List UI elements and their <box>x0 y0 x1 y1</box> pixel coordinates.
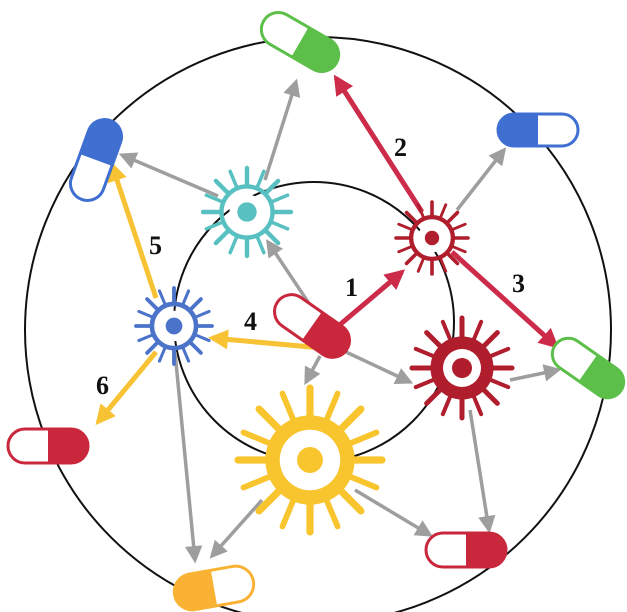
pill-capsule-icon <box>171 563 256 612</box>
pill-capsule-icon <box>66 115 127 206</box>
step-label-2: 2 <box>394 133 407 162</box>
pill-capsule-icon <box>546 332 627 404</box>
arrow-center-pill-to-red-virus <box>346 352 410 382</box>
step-label-4: 4 <box>244 307 257 336</box>
arrow-teal-to-green-pill <box>265 82 296 180</box>
virus-icon <box>203 168 291 256</box>
arrow-red-virus-to-green-pill <box>510 370 558 380</box>
virus-icon <box>238 388 382 532</box>
pill-capsule-icon <box>268 288 356 364</box>
virus-icon <box>412 318 512 418</box>
pill-capsule-icon <box>426 533 506 567</box>
pill-capsule-icon <box>8 429 88 463</box>
step-label-1: 1 <box>345 273 358 302</box>
arrow-red-virus-to-bottom-red-pill <box>470 410 489 530</box>
virus-icon <box>136 288 212 364</box>
arrow-center-pill-to-yellow-virus <box>306 356 320 382</box>
pill-capsule-icon <box>255 6 345 77</box>
virus-icon <box>396 202 468 274</box>
step-label-3: 3 <box>512 269 525 298</box>
arrow-3 <box>452 252 556 346</box>
step-label-5: 5 <box>149 231 162 260</box>
arrow-teal-to-blue-pill <box>122 155 218 196</box>
arrow-darkred-to-blue-pill <box>457 150 504 210</box>
arrow-yellow-virus-to-bottom-red-pill <box>355 490 430 535</box>
arrow-2 <box>336 78 422 212</box>
arrow-blue-virus-to-orange-pill <box>175 352 195 560</box>
step-label-6: 6 <box>96 371 109 400</box>
pill-capsule-icon <box>498 114 578 146</box>
arrow-yellow-virus-to-orange-pill <box>212 500 262 556</box>
